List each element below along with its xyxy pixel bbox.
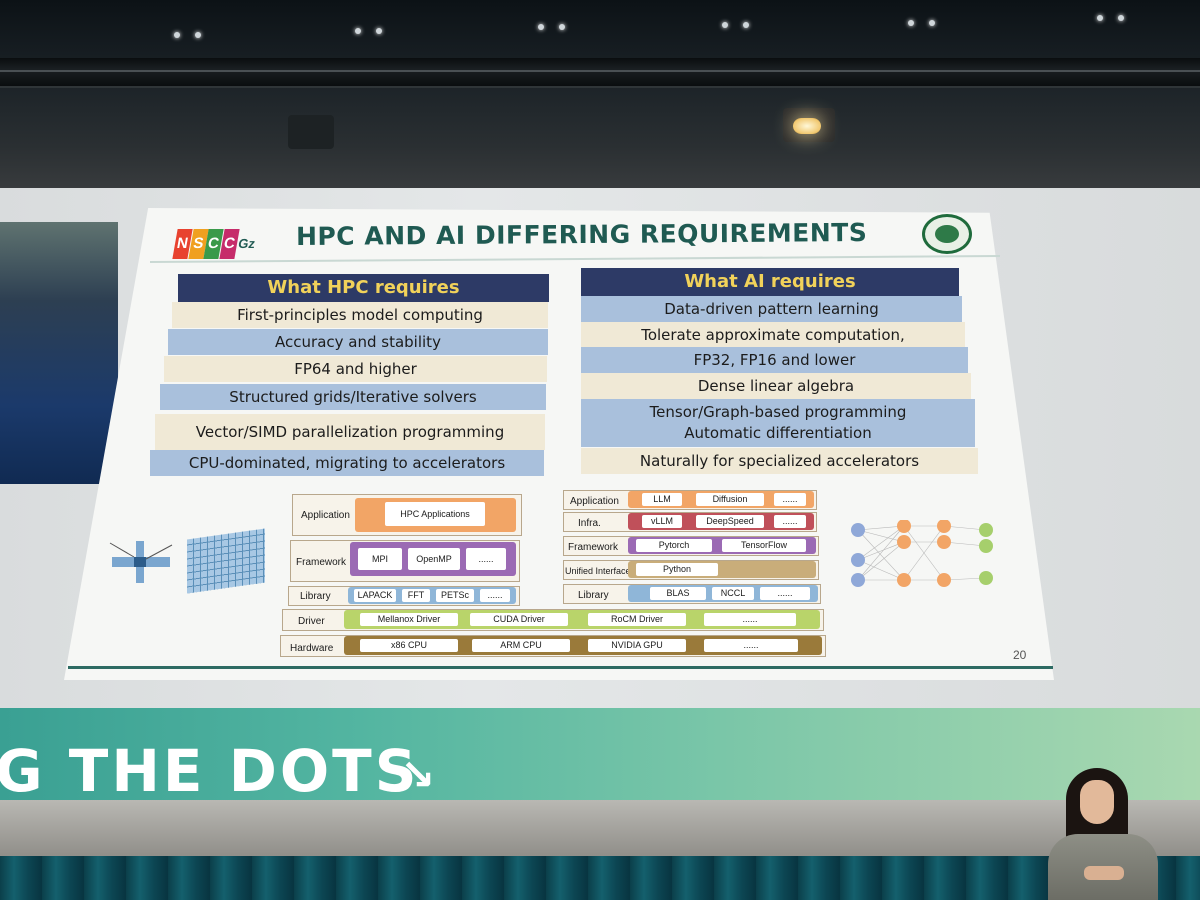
layer-label: Driver <box>298 616 325 627</box>
hpc-row: Accuracy and stability <box>168 329 548 355</box>
ceiling-light <box>559 24 565 30</box>
stage-spotlight <box>783 108 835 142</box>
layer-label: Application <box>570 496 619 507</box>
ai-row-tensor: Tensor/Graph-based programming Automatic… <box>581 399 975 447</box>
ceiling-light <box>722 22 728 28</box>
layer-label: Infra. <box>578 518 601 529</box>
stack-chip: LLM <box>642 493 682 506</box>
speaker-person <box>1048 768 1158 900</box>
ceiling-light <box>174 32 180 38</box>
stack-chip: Python <box>636 563 718 576</box>
ai-row: Naturally for specialized accelerators <box>581 448 978 474</box>
stack-chip: NCCL <box>712 587 754 600</box>
ai-row: Data-driven pattern learning <box>581 296 962 322</box>
ceiling-light <box>195 32 201 38</box>
stack-chip: Pytorch <box>636 539 712 552</box>
slide-title: HPC AND AI DIFFERING REQUIREMENTS <box>295 218 868 252</box>
layer-label: Unified Interface <box>565 566 631 576</box>
university-seal-icon <box>922 214 972 254</box>
ai-row-line: Tensor/Graph-based programming <box>649 403 907 421</box>
stack-chip: LAPACK <box>354 589 396 602</box>
ceiling-light <box>1097 15 1103 21</box>
video-side-panel <box>0 222 118 484</box>
stack-chip: ...... <box>480 589 510 602</box>
layer-label: Hardware <box>290 643 334 654</box>
stage-wall <box>0 800 1200 858</box>
ai-row: FP32, FP16 and lower <box>581 347 968 373</box>
hpc-row: Structured grids/Iterative solvers <box>160 384 546 410</box>
stack-chip: MPI <box>358 548 402 570</box>
speaker-hands <box>1084 866 1124 880</box>
stack-chip: ...... <box>466 548 506 570</box>
venue-ceiling <box>0 0 1200 195</box>
stack-chip: vLLM <box>642 515 682 528</box>
neural-network-diagram <box>851 520 993 587</box>
stack-chip: ...... <box>774 515 806 528</box>
stack-chip: DeepSpeed <box>696 515 764 528</box>
lighting-truss <box>0 58 1200 88</box>
stencil-grid-icon <box>109 541 173 583</box>
layer-label: Framework <box>296 557 347 568</box>
speaker-face <box>1080 780 1114 824</box>
ai-header: What AI requires <box>581 268 959 296</box>
stack-chip: PETSc <box>436 589 474 602</box>
hpc-row: Vector/SIMD parallelization programming <box>155 414 545 450</box>
ai-row: Dense linear algebra <box>581 373 971 399</box>
ai-row-line: Automatic differentiation <box>684 424 872 442</box>
stage-curtain <box>0 856 1200 900</box>
stack-chip: NVIDIA GPU <box>588 639 686 652</box>
ceiling-light <box>376 28 382 34</box>
stack-chip: RoCM Driver <box>588 613 686 626</box>
ceiling-light <box>908 20 914 26</box>
nsccgz-logo: N S C C Gz <box>172 226 256 262</box>
layer-label: Application <box>301 510 350 521</box>
banner-text: G THE DOTS <box>0 737 420 805</box>
stack-chip: TensorFlow <box>722 539 806 552</box>
layer-label: Framework <box>568 542 619 553</box>
hpc-row: First-principles model computing <box>172 302 548 328</box>
stack-chip: ...... <box>704 613 796 626</box>
stack-chip: BLAS <box>650 587 706 600</box>
stack-chip: ...... <box>760 587 810 600</box>
slide-page-number: 20 <box>1013 648 1027 662</box>
slide-footer-rule <box>68 666 1053 669</box>
event-banner <box>0 708 1200 805</box>
stack-chip: FFT <box>402 589 430 602</box>
ceiling-camera <box>288 115 334 149</box>
stack-chip: OpenMP <box>408 548 460 570</box>
hpc-row: CPU-dominated, migrating to accelerators <box>150 450 544 476</box>
hardware-bar <box>344 636 822 655</box>
truss-rail <box>0 70 1200 72</box>
ai-row: Tolerate approximate computation, <box>581 322 965 348</box>
stack-chip: ...... <box>704 639 798 652</box>
ceiling-light <box>1118 15 1124 21</box>
ceiling-light <box>355 28 361 34</box>
stack-chip: Mellanox Driver <box>360 613 458 626</box>
driver-bar <box>344 610 820 629</box>
stack-chip: HPC Applications <box>385 502 485 526</box>
layer-label: Library <box>578 590 609 601</box>
hpc-row: FP64 and higher <box>164 356 547 382</box>
stack-chip: Diffusion <box>696 493 764 506</box>
ceiling-light <box>538 24 544 30</box>
ceiling-light <box>743 22 749 28</box>
stack-chip: ARM CPU <box>472 639 570 652</box>
hpc-header: What HPC requires <box>178 274 549 302</box>
layer-label: Library <box>300 591 331 602</box>
stack-chip: CUDA Driver <box>470 613 568 626</box>
stack-chip: ...... <box>774 493 806 506</box>
ceiling-light <box>929 20 935 26</box>
banner-arrow-icon: ↘ <box>400 750 436 799</box>
3d-mesh-grid-icon <box>187 528 265 594</box>
stack-chip: x86 CPU <box>360 639 458 652</box>
